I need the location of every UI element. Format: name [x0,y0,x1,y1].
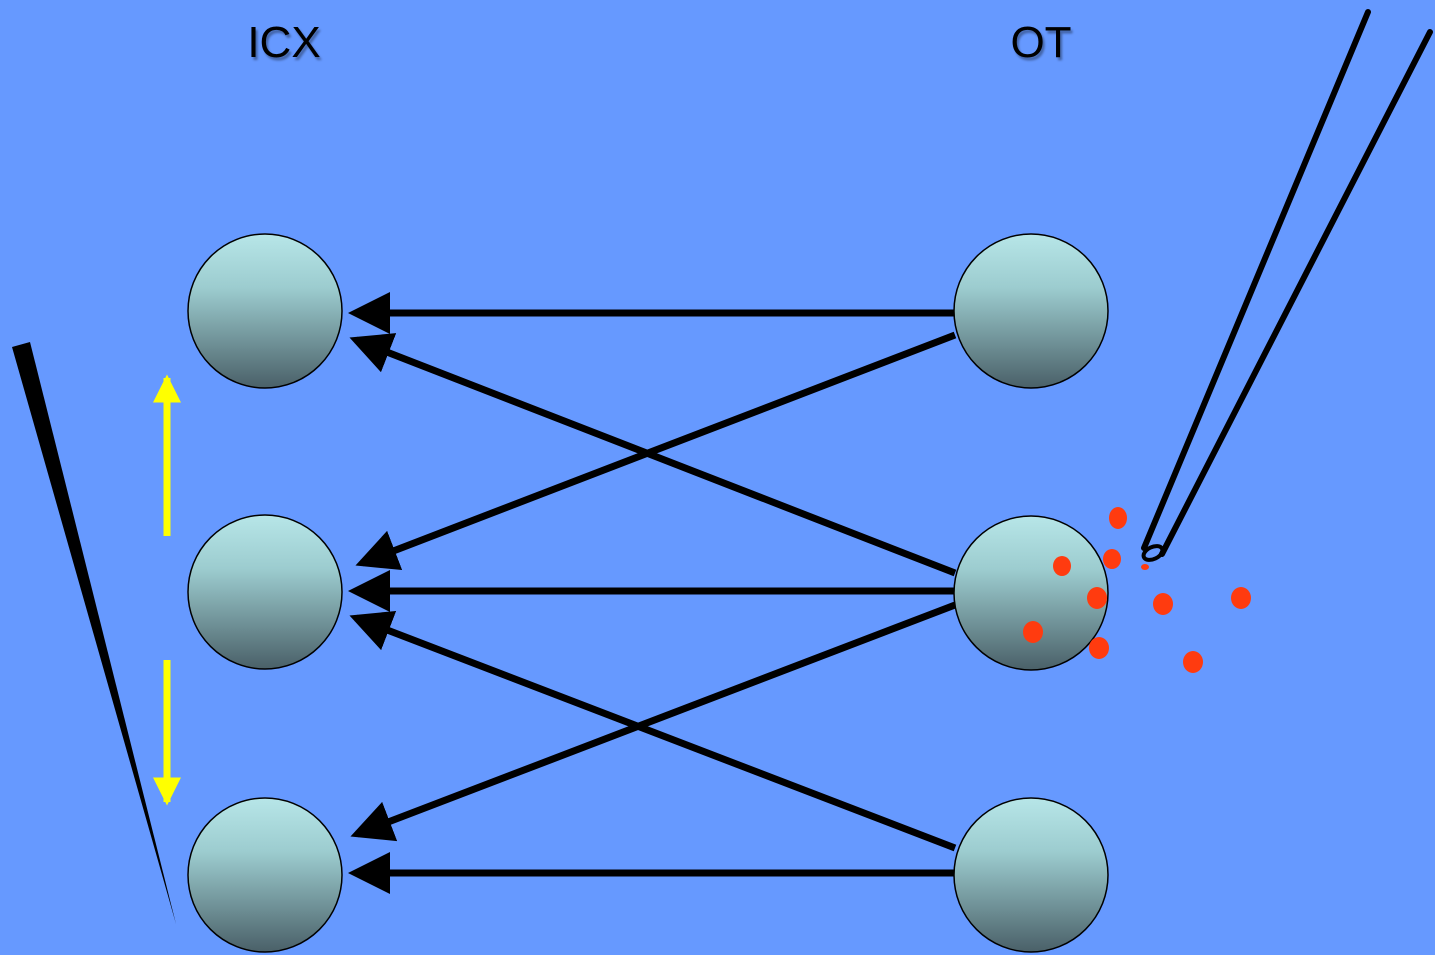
drug-dots [1023,507,1251,673]
connection-ot-middle-to-icx-bottom [350,601,957,842]
connection-ot-middle-to-icx-top [349,333,957,577]
icx-neuron-bottom [187,797,343,953]
ot-neuron-top [953,233,1109,389]
icx-neuron-middle [187,514,343,670]
connection-ot-top-to-icx-middle [355,331,957,571]
ot-neuron-bottom [953,797,1109,953]
ot-neuron-middle [953,515,1109,671]
icx-label: ICX [247,18,321,67]
ot-label: OT [1010,18,1072,67]
connection-ot-bottom-to-icx-middle [349,610,957,852]
icx-neuron-top [187,233,343,389]
recording-electrode [12,342,176,924]
micropipette [1141,9,1433,562]
